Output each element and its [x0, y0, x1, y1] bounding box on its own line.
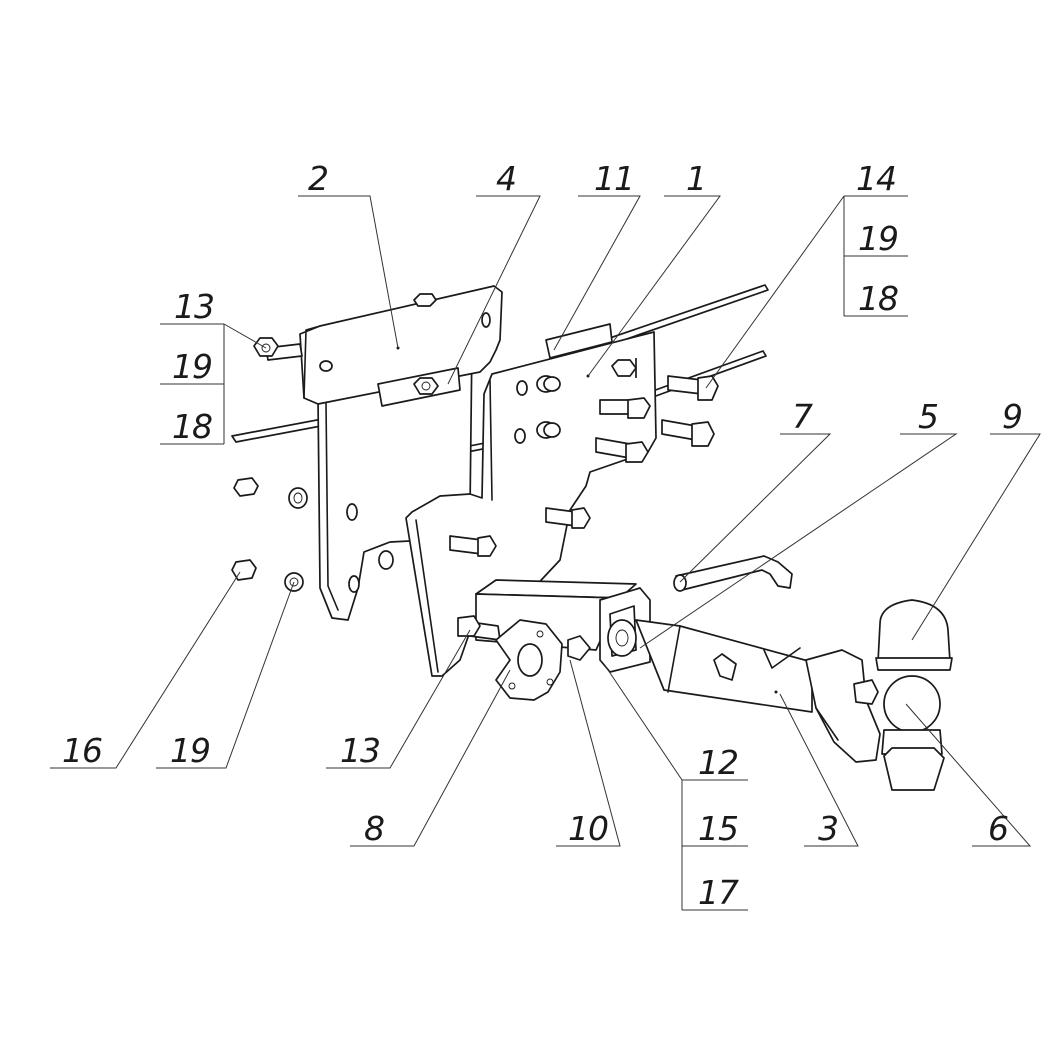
callout-18-left: 18	[172, 407, 212, 446]
socket-bracket	[495, 619, 591, 701]
callout-18-right: 18	[858, 279, 898, 318]
callout-8: 8	[364, 809, 384, 848]
callout-3: 3	[818, 809, 838, 848]
clamp-strip	[377, 367, 461, 407]
right-bracket-plate	[405, 323, 657, 677]
drawbar	[607, 619, 881, 763]
callout-9: 9	[1002, 397, 1022, 436]
callout-14: 14	[856, 159, 896, 198]
side-bolts	[449, 375, 719, 557]
callout-19-left: 19	[172, 347, 212, 386]
callout-19-right: 19	[858, 219, 898, 258]
callout-6: 6	[988, 809, 1008, 848]
callout-5: 5	[918, 397, 938, 436]
callout-10: 10	[568, 809, 608, 848]
plate-nuts	[514, 358, 637, 444]
callout-4: 4	[496, 159, 516, 198]
callout-19-bottom: 19	[170, 731, 210, 770]
callout-13-bottom: 13	[340, 731, 380, 770]
callout-15: 15	[698, 809, 738, 848]
callout-12: 12	[698, 743, 738, 782]
pin	[673, 555, 793, 592]
callout-17: 17	[698, 873, 739, 912]
callout-7: 7	[792, 397, 813, 436]
leader-lines	[50, 195, 1041, 911]
callout-11: 11	[594, 159, 634, 198]
callout-1: 1	[686, 159, 706, 198]
callout-16: 16	[62, 731, 102, 770]
loose-nuts-washers	[231, 477, 308, 592]
callout-2: 2	[308, 159, 328, 198]
tow-ball	[853, 599, 953, 791]
callout-13-top: 13	[174, 287, 214, 326]
callout-labels: 2 4 11 1 14 19 18 13 19 18 7 5 9 16 19 1…	[62, 159, 1023, 912]
bolt-upper-left	[253, 337, 303, 361]
